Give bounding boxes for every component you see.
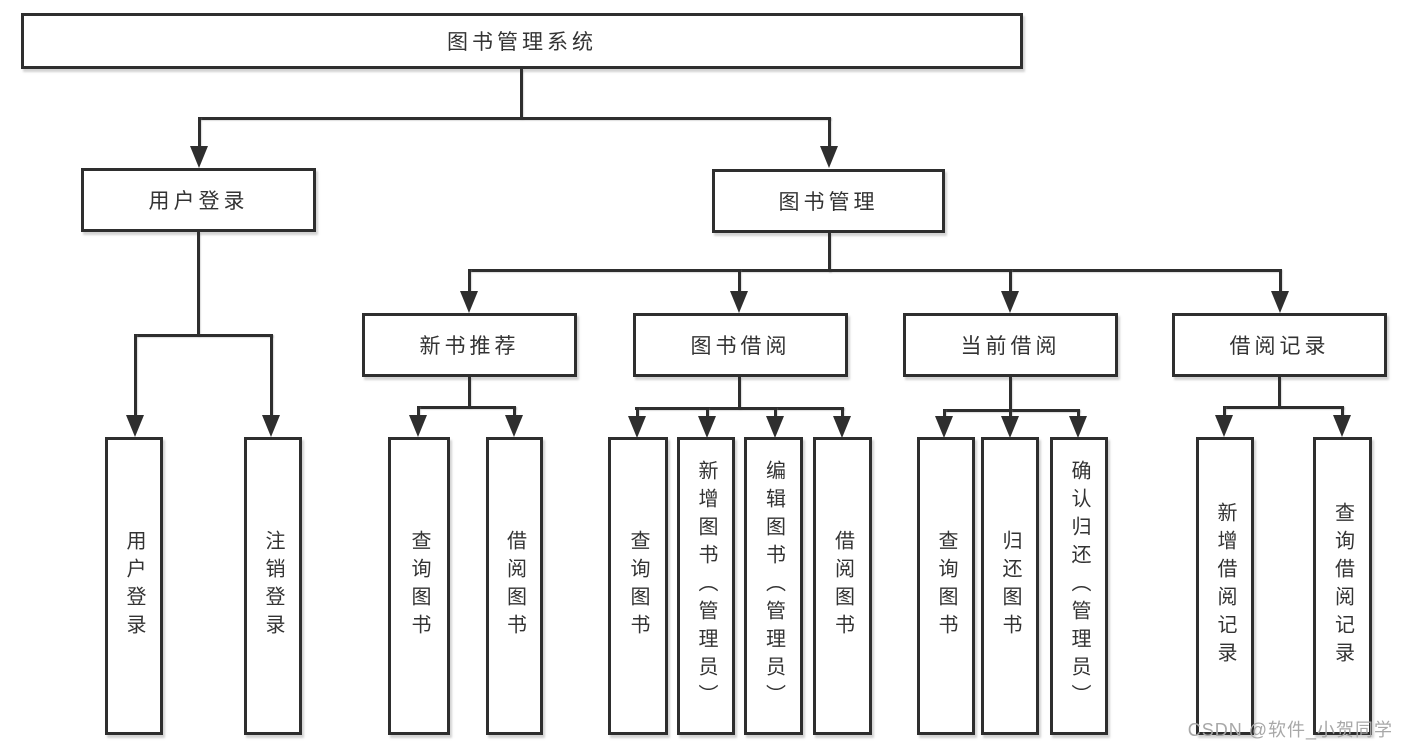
- connector-line: [416, 406, 420, 417]
- arrowhead-down-icon: [1271, 291, 1289, 313]
- node-newbook-borrow-books: 借阅图书: [486, 437, 543, 735]
- connector-line: [840, 407, 844, 418]
- connector-line: [1222, 406, 1344, 409]
- node-current-borrowing: 当前借阅: [903, 313, 1118, 377]
- node-current-query-books: 查询图书: [917, 437, 975, 735]
- connector-line: [467, 377, 471, 408]
- connector-line: [737, 269, 741, 293]
- connector-line: [133, 334, 137, 417]
- connector-line: [416, 406, 516, 409]
- connector-line: [634, 407, 844, 410]
- node-user-login-leaf: 用户登录: [105, 437, 163, 735]
- connector-line: [827, 233, 831, 272]
- connector-line: [197, 117, 831, 120]
- node-book-borrowing: 图书借阅: [633, 313, 848, 377]
- arrowhead-down-icon: [698, 416, 716, 438]
- arrowhead-down-icon: [1001, 291, 1019, 313]
- node-library-management-system: 图书管理系统: [21, 13, 1023, 69]
- connector-line: [1277, 377, 1281, 408]
- connector-line: [773, 407, 777, 418]
- arrowhead-down-icon: [505, 415, 523, 437]
- node-records-query-record: 查询借阅记录: [1313, 437, 1372, 735]
- csdn-watermark: CSDN @软件_小贺同学: [1187, 720, 1393, 740]
- node-borrow-borrow-books: 借阅图书: [813, 437, 872, 735]
- connector-line: [467, 269, 471, 293]
- connector-line: [196, 232, 200, 336]
- connector-line: [1222, 406, 1226, 417]
- node-borrow-query-books: 查询图书: [608, 437, 668, 735]
- arrowhead-down-icon: [460, 291, 478, 313]
- arrowhead-down-icon: [820, 146, 838, 168]
- node-user-login: 用户登录: [81, 168, 316, 232]
- arrowhead-down-icon: [1001, 416, 1019, 438]
- connector-line: [269, 334, 273, 417]
- connector-line: [635, 407, 639, 418]
- arrowhead-down-icon: [1215, 415, 1233, 437]
- arrowhead-down-icon: [730, 291, 748, 313]
- node-logout-leaf: 注销登录: [244, 437, 302, 735]
- node-current-return-books: 归还图书: [981, 437, 1039, 735]
- node-book-management: 图书管理: [712, 169, 945, 233]
- node-records-add-record: 新增借阅记录: [1196, 437, 1254, 735]
- connector-line: [1278, 269, 1282, 293]
- connector-line: [1076, 409, 1080, 418]
- connector-line: [1340, 406, 1344, 417]
- arrowhead-down-icon: [262, 415, 280, 437]
- connector-line: [1008, 409, 1012, 418]
- arrowhead-down-icon: [409, 415, 427, 437]
- connector-line: [827, 117, 831, 148]
- node-new-book-recommend: 新书推荐: [362, 313, 577, 377]
- arrowhead-down-icon: [833, 416, 851, 438]
- connector-line: [1008, 377, 1012, 411]
- node-borrow-add-books-admin: 新增图书（管理员）: [677, 437, 735, 735]
- node-borrowing-records: 借阅记录: [1172, 313, 1387, 377]
- node-newbook-query-books: 查询图书: [388, 437, 450, 735]
- arrowhead-down-icon: [935, 416, 953, 438]
- connector-line: [942, 409, 946, 418]
- connector-line: [737, 377, 741, 409]
- arrowhead-down-icon: [766, 416, 784, 438]
- connector-line: [133, 334, 273, 337]
- connector-line: [467, 269, 1281, 272]
- node-borrow-edit-books-admin: 编辑图书（管理员）: [744, 437, 803, 735]
- arrowhead-down-icon: [1333, 415, 1351, 437]
- arrowhead-down-icon: [190, 146, 208, 168]
- arrowhead-down-icon: [628, 416, 646, 438]
- arrowhead-down-icon: [126, 415, 144, 437]
- connector-line: [197, 117, 201, 148]
- connector-line: [705, 407, 709, 418]
- arrowhead-down-icon: [1069, 416, 1087, 438]
- connector-line: [512, 406, 516, 417]
- connector-line: [519, 69, 523, 119]
- connector-line: [1008, 269, 1012, 293]
- node-current-confirm-return-admin: 确认归还（管理员）: [1050, 437, 1108, 735]
